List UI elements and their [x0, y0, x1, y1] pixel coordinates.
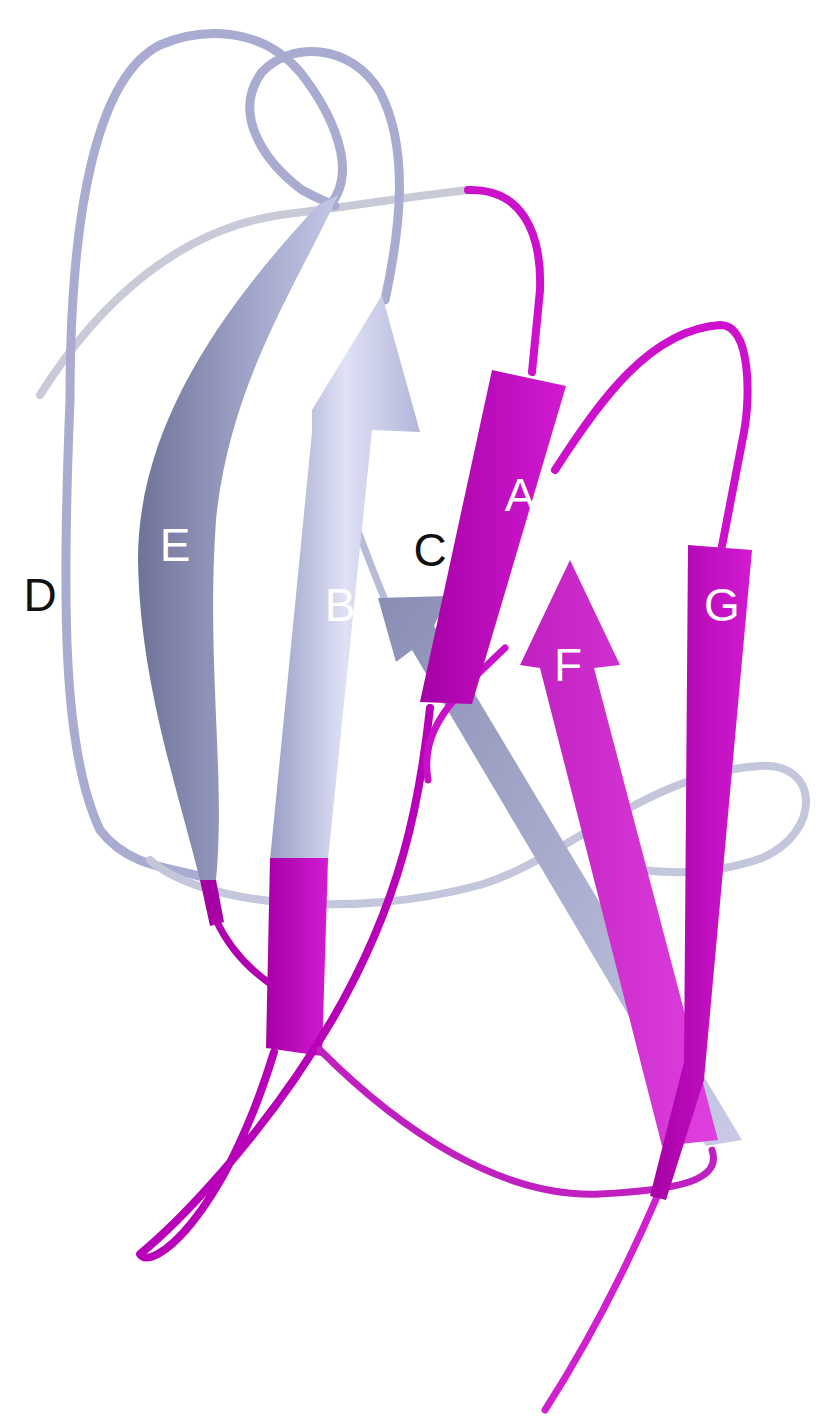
strand-g [650, 545, 752, 1200]
strand-label: A [505, 472, 536, 518]
strand-label: D [23, 572, 56, 618]
strand-label: F [554, 642, 582, 688]
strand-e-end [200, 880, 224, 926]
strand-label: E [160, 522, 191, 568]
strand-label: C [413, 527, 446, 573]
strand-b-end [266, 858, 328, 1056]
strand-b [270, 295, 420, 860]
magenta-loop-ag [555, 325, 748, 546]
strand-label: G [704, 582, 740, 628]
strand-label: B [325, 582, 356, 628]
